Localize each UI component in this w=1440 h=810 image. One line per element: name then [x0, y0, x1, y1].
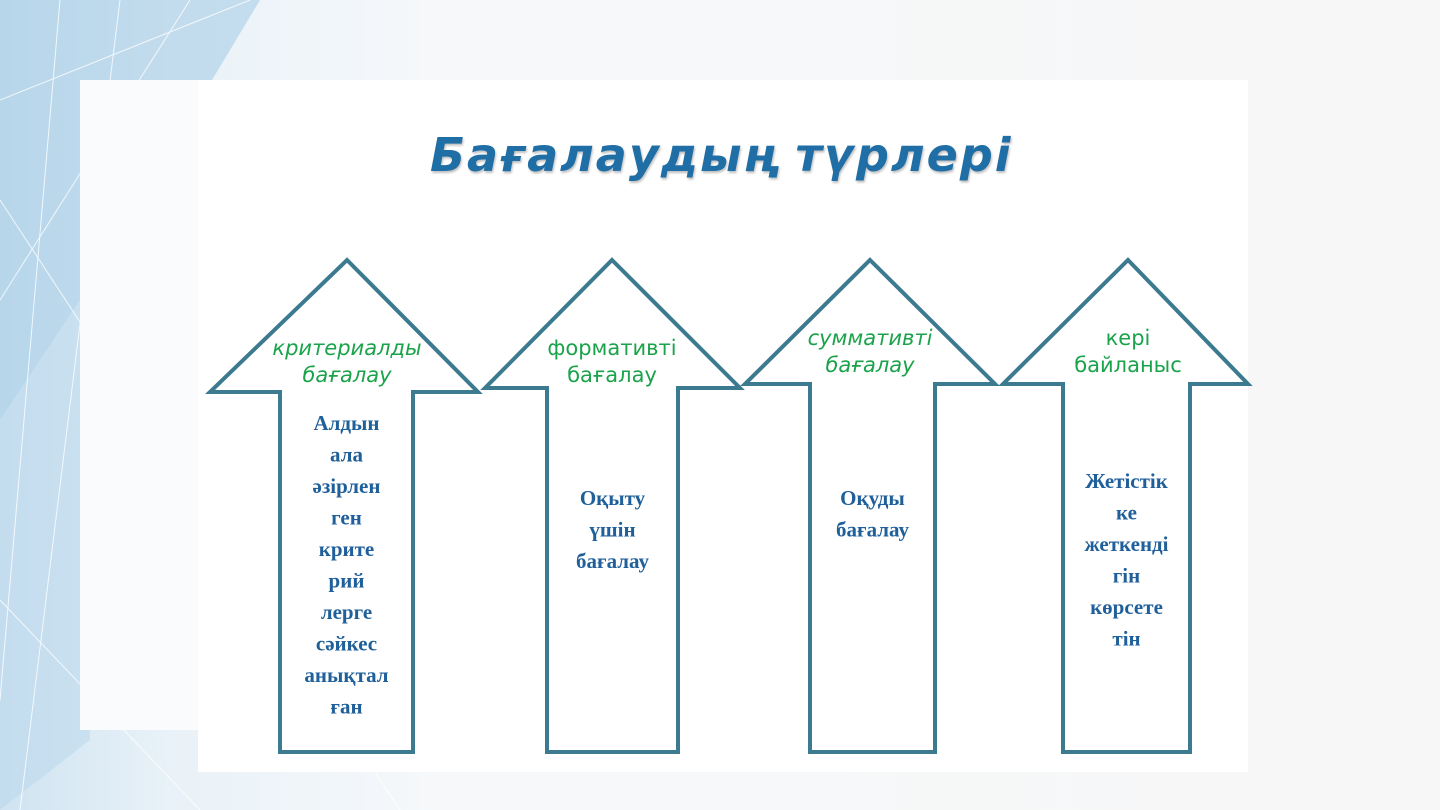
arrow-body-line: сәйкес — [316, 632, 377, 656]
arrow-shape-2 — [480, 257, 745, 754]
arrow-body-line: тін — [1112, 627, 1140, 651]
arrow-body-line: ген — [331, 506, 362, 530]
arrow-body-line: анықтал — [304, 663, 388, 687]
arrow-heading-line: суммативті — [808, 326, 933, 350]
arrow-body-line: крите — [319, 537, 375, 561]
arrow-shape-4 — [998, 257, 1253, 754]
arrow-body-line: Жетістік — [1085, 469, 1169, 493]
arrow-body-line: ке — [1116, 501, 1137, 525]
slide-title: Бағалаудың түрлері — [430, 128, 1013, 182]
arrow-heading-line: бағалау — [825, 353, 915, 377]
arrow-body-line: көрсете — [1090, 595, 1163, 619]
arrow-shape-3 — [740, 257, 1000, 754]
arrow-body-line: жеткенді — [1084, 532, 1168, 556]
arrow-body-line: ған — [330, 695, 362, 719]
arrow-body-line: Оқуды — [840, 486, 905, 510]
arrow-body-line: лерге — [321, 600, 372, 624]
arrow-heading-line: формативті — [547, 336, 676, 360]
arrow-body-line: Оқыту — [580, 486, 646, 510]
arrow-body-line: бағалау — [576, 549, 649, 573]
arrow-body-line: рий — [329, 569, 365, 593]
arrow-body-line: гін — [1113, 564, 1140, 588]
arrow-body-line: әзірлен — [313, 474, 381, 498]
side-panel — [80, 80, 200, 730]
arrow-heading-line: кері — [1106, 326, 1151, 350]
arrow-body-line: үшін — [589, 518, 635, 542]
arrow-body-line: Алдын — [313, 411, 379, 435]
arrow-body-line: ала — [330, 443, 363, 467]
arrow-heading-line: бағалау — [302, 363, 392, 387]
arrow-body-line: бағалау — [836, 518, 909, 542]
arrow-heading-line: бағалау — [567, 363, 657, 387]
arrow-shape-1 — [205, 257, 483, 754]
arrow-heading-line: байланыс — [1074, 353, 1182, 377]
arrow-heading-line: критериалды — [272, 336, 421, 360]
